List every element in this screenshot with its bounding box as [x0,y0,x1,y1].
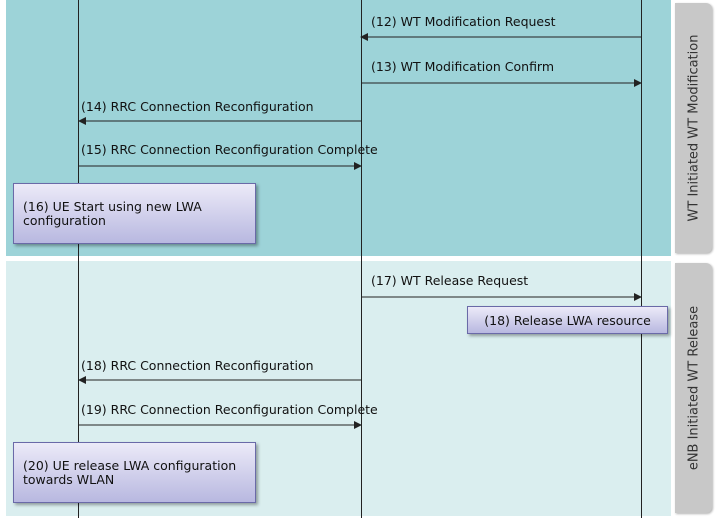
msg-rrc-reconfiguration-complete-19: (19) RRC Connection Reconfiguration Comp… [81,402,378,417]
ue-release-lwa-line2: towards WLAN [23,472,115,487]
msg-wt-modification-confirm: (13) WT Modification Confirm [371,59,555,74]
msg-wt-modification-request: (12) WT Modification Request [371,14,556,29]
wt-lifeline [641,0,642,518]
enb-lifeline [361,0,362,518]
wt-modification-section-tab: WT Initiated WT Modification [675,3,712,253]
ue-release-lwa-line1: (20) UE release LWA configuration [23,458,237,473]
ue-start-new-lwa-line2: configuration [23,213,106,228]
msg-rrc-reconfiguration-complete-15: (15) RRC Connection Reconfiguration Comp… [81,142,378,157]
msg-rrc-reconfiguration-18: (18) RRC Connection Reconfiguration [81,358,314,373]
release-lwa-resource-label: (18) Release LWA resource [484,312,651,328]
ue-lifeline [78,0,79,518]
msg-rrc-reconfiguration-14: (14) RRC Connection Reconfiguration [81,99,314,114]
msg-wt-release-request: (17) WT Release Request [371,273,529,288]
release-lwa-resource-box: (18) Release LWA resource [467,306,668,334]
ue-start-new-lwa-line1: (16) UE Start using new LWA [23,199,202,214]
ue-release-lwa-box: (20) UE release LWA configuration toward… [13,442,256,503]
wt-release-section-tab: eNB Initiated WT Release [675,263,712,513]
ue-start-new-lwa-box: (16) UE Start using new LWA configuratio… [13,183,256,244]
